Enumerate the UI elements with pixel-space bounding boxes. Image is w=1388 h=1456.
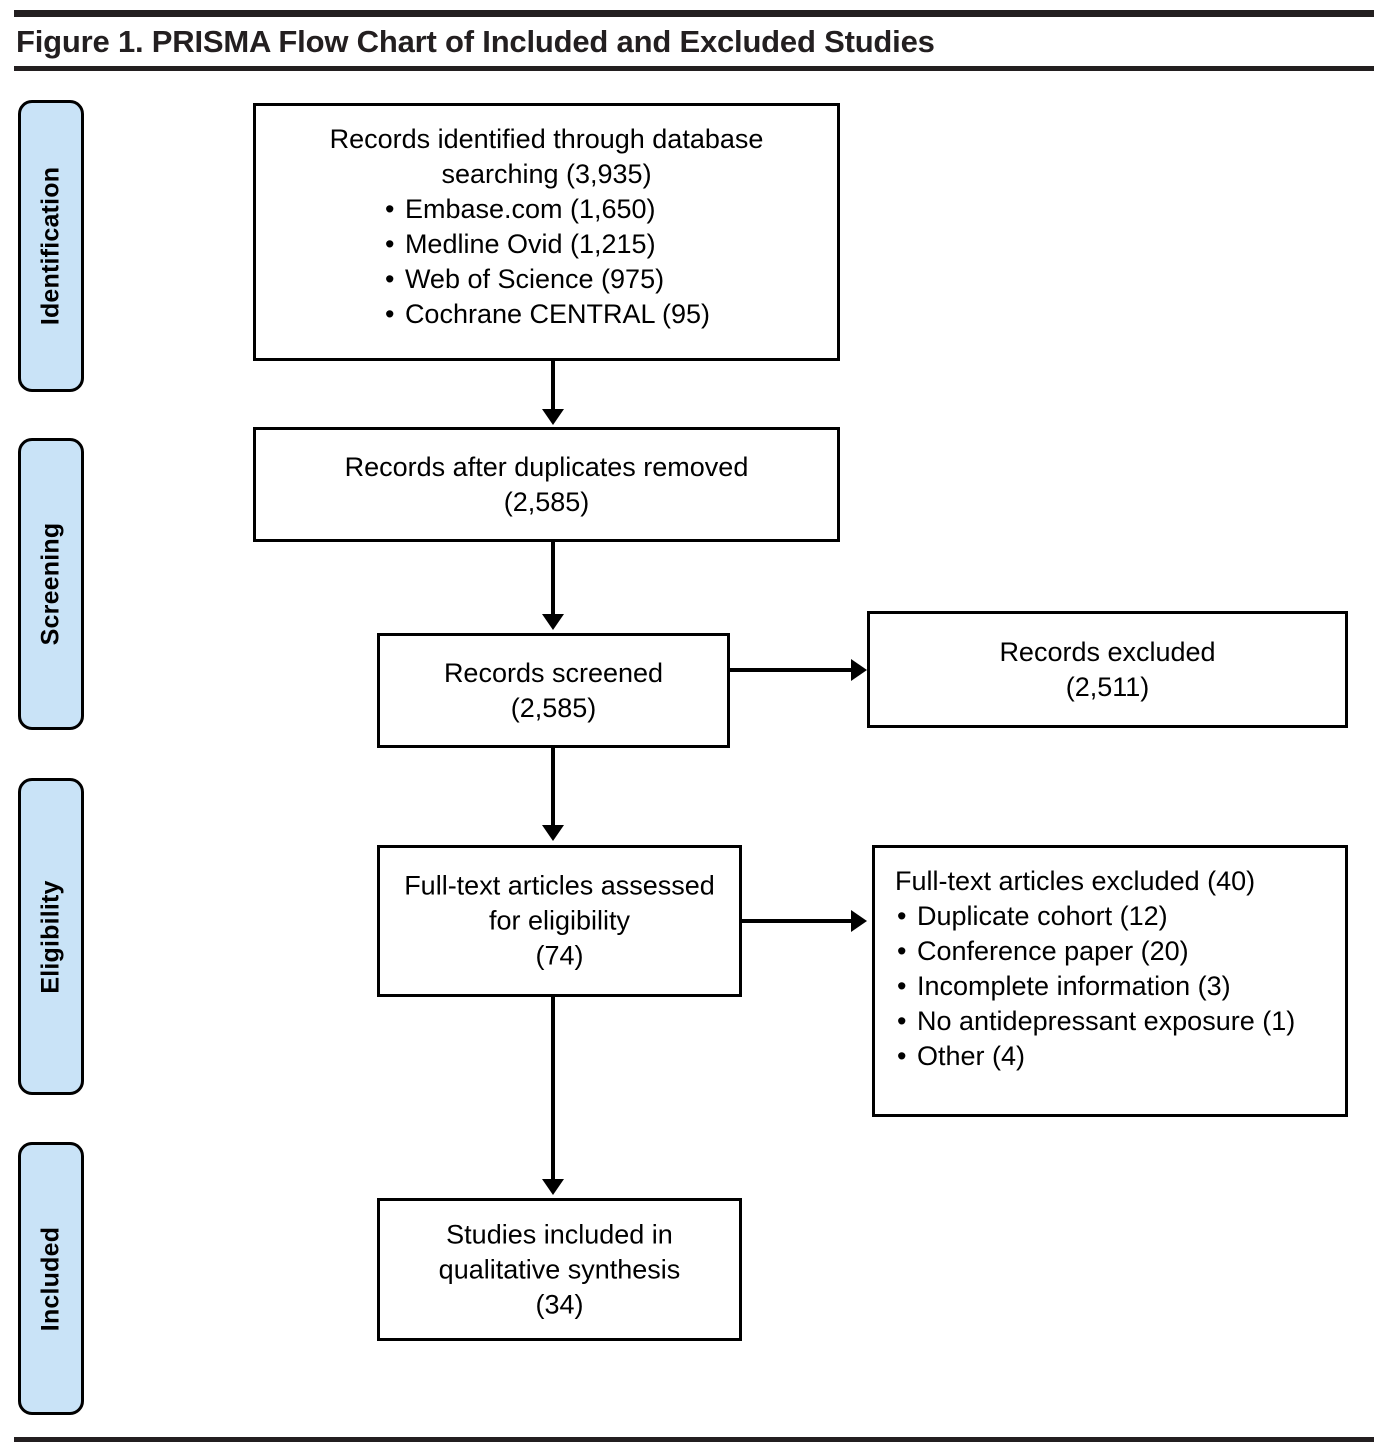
exclusion-reason-item: Duplicate cohort (12) <box>895 899 1333 934</box>
stage-screening: Screening <box>18 438 84 730</box>
stage-identification: Identification <box>18 100 84 392</box>
connector-screened-to-excluded <box>730 668 856 672</box>
bottom-rule <box>14 1437 1374 1442</box>
box-fulltext-assessed: Full-text articles assessed for eligibil… <box>377 845 742 997</box>
box-records-screened: Records screened (2,585) <box>377 633 730 748</box>
top-rule <box>14 10 1374 17</box>
box-fulltext-excluded-heading: Full-text articles excluded (40) <box>895 866 1256 896</box>
box-fulltext-excluded-content: Full-text articles excluded (40) Duplica… <box>875 848 1345 1075</box>
connector-fulltext-to-excluded <box>742 919 856 923</box>
exclusion-reason-item: No antidepressant exposure (1) <box>895 1004 1333 1039</box>
arrowhead-identified-to-duplicates <box>542 409 564 425</box>
stage-included-label: Included <box>36 1226 65 1331</box>
box-records-excluded-line1: Records excluded <box>999 636 1216 667</box>
stage-included: Included <box>18 1142 84 1415</box>
box-records-identified-content: Records identified through database sear… <box>256 106 837 333</box>
database-source-list: Embase.com (1,650) Medline Ovid (1,215) … <box>383 192 710 332</box>
exclusion-reason-item: Incomplete information (3) <box>895 969 1333 1004</box>
box-studies-included-line1: Studies included in <box>446 1218 673 1249</box>
database-source-item: Cochrane CENTRAL (95) <box>383 297 710 332</box>
connector-identified-to-duplicates <box>551 361 555 413</box>
database-source-item: Medline Ovid (1,215) <box>383 227 710 262</box>
box-duplicates-removed-line2: (2,585) <box>503 486 590 517</box>
database-source-item: Embase.com (1,650) <box>383 192 710 227</box>
arrowhead-screened-to-excluded <box>851 659 867 681</box>
box-studies-included-line2: qualitative synthesis <box>438 1253 681 1284</box>
arrowhead-fulltext-to-included <box>542 1179 564 1195</box>
box-records-identified-line2: searching (3,935) <box>441 159 652 190</box>
box-duplicates-removed: Records after duplicates removed (2,585) <box>253 427 840 542</box>
arrowhead-duplicates-to-screened <box>542 614 564 630</box>
box-fulltext-assessed-line1: Full-text articles assessed <box>404 870 715 901</box>
box-studies-included: Studies included in qualitative synthesi… <box>377 1198 742 1341</box>
box-records-excluded: Records excluded (2,511) <box>867 611 1348 728</box>
box-records-excluded-content: Records excluded (2,511) <box>870 634 1345 704</box>
connector-fulltext-to-included <box>551 997 555 1182</box>
box-records-screened-line2: (2,585) <box>510 692 597 723</box>
figure-title: Figure 1. PRISMA Flow Chart of Included … <box>16 24 935 59</box>
title-underline-rule <box>14 66 1374 71</box>
stage-identification-label: Identification <box>36 166 65 326</box>
box-records-identified: Records identified through database sear… <box>253 103 840 361</box>
box-records-identified-line1: Records identified through database <box>329 124 764 154</box>
box-fulltext-assessed-content: Full-text articles assessed for eligibil… <box>380 868 739 973</box>
box-records-screened-content: Records screened (2,585) <box>380 655 727 725</box>
exclusion-reason-list: Duplicate cohort (12) Conference paper (… <box>895 899 1333 1075</box>
arrowhead-fulltext-to-excluded <box>851 910 867 932</box>
stage-screening-label: Screening <box>36 522 65 646</box>
exclusion-reason-item: Other (4) <box>895 1039 1333 1074</box>
stage-eligibility-label: Eligibility <box>36 879 65 994</box>
exclusion-reason-item: Conference paper (20) <box>895 934 1333 969</box>
database-source-item: Web of Science (975) <box>383 262 710 297</box>
box-fulltext-assessed-line2: for eligibility <box>488 905 631 936</box>
stage-eligibility: Eligibility <box>18 778 84 1095</box>
box-duplicates-removed-content: Records after duplicates removed (2,585) <box>256 449 837 519</box>
connector-screened-to-fulltext <box>551 748 555 828</box>
box-studies-included-content: Studies included in qualitative synthesi… <box>380 1217 739 1322</box>
box-duplicates-removed-line1: Records after duplicates removed <box>344 451 749 482</box>
connector-duplicates-to-screened <box>551 542 555 617</box>
box-records-excluded-line2: (2,511) <box>1065 671 1150 702</box>
box-studies-included-line3: (34) <box>535 1289 584 1320</box>
arrowhead-screened-to-fulltext <box>542 825 564 841</box>
box-fulltext-excluded: Full-text articles excluded (40) Duplica… <box>872 845 1348 1117</box>
box-fulltext-assessed-line3: (74) <box>535 940 584 971</box>
box-records-screened-line1: Records screened <box>443 657 664 688</box>
